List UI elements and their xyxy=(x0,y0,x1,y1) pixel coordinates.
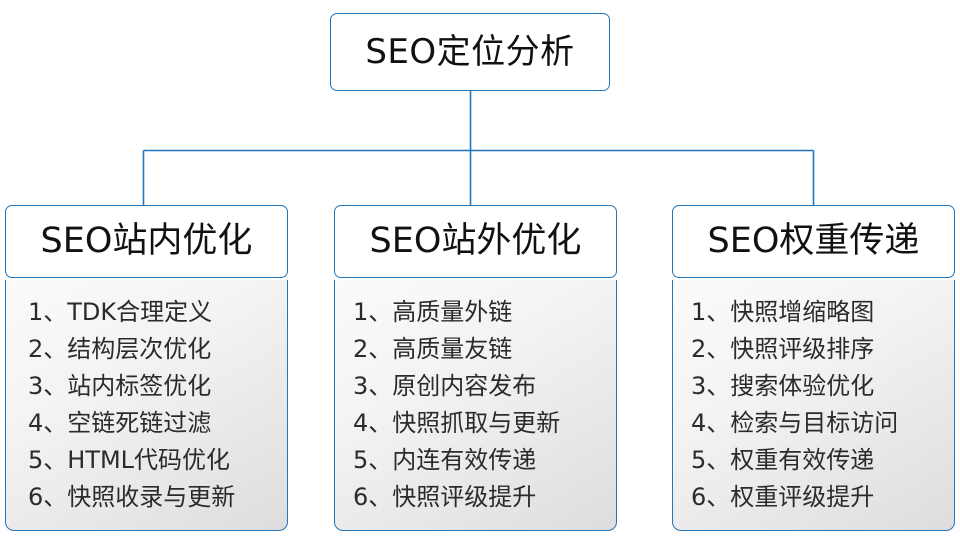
branch-header-label-1: SEO站内优化 xyxy=(40,221,253,261)
list-item: 3、站内标签优化 xyxy=(28,372,212,400)
root-node[interactable]: SEO定位分析 xyxy=(330,13,610,91)
list-item: 1、高质量外链 xyxy=(353,298,513,326)
root-node-label: SEO定位分析 xyxy=(365,32,575,72)
branch-column-1: SEO站内优化 1、TDK合理定义 2、结构层次优化 3、站内标签优化 4、空链… xyxy=(5,205,288,531)
list-item: 4、检索与目标访问 xyxy=(691,409,899,437)
list-item: 4、快照抓取与更新 xyxy=(353,409,561,437)
list-item: 6、快照评级提升 xyxy=(353,483,537,511)
list-item: 1、快照增缩略图 xyxy=(691,298,875,326)
list-item: 2、结构层次优化 xyxy=(28,335,212,363)
branch-header-2[interactable]: SEO站外优化 xyxy=(334,205,617,278)
branch-column-3: SEO权重传递 1、快照增缩略图 2、快照评级排序 3、搜索体验优化 4、检索与… xyxy=(672,205,955,531)
branch-item-list-2: 1、高质量外链 2、高质量友链 3、原创内容发布 4、快照抓取与更新 5、内连有… xyxy=(335,294,560,516)
list-item: 3、搜索体验优化 xyxy=(691,372,875,400)
branch-item-list-3: 1、快照增缩略图 2、快照评级排序 3、搜索体验优化 4、检索与目标访问 5、权… xyxy=(673,294,898,516)
list-item: 5、HTML代码优化 xyxy=(28,446,231,474)
list-item: 3、原创内容发布 xyxy=(353,372,537,400)
branch-body-3: 1、快照增缩略图 2、快照评级排序 3、搜索体验优化 4、检索与目标访问 5、权… xyxy=(672,280,955,531)
list-item: 4、空链死链过滤 xyxy=(28,409,212,437)
branch-header-1[interactable]: SEO站内优化 xyxy=(5,205,288,278)
list-item: 1、TDK合理定义 xyxy=(28,298,213,326)
branch-column-2: SEO站外优化 1、高质量外链 2、高质量友链 3、原创内容发布 4、快照抓取与… xyxy=(334,205,617,531)
branch-item-list-1: 1、TDK合理定义 2、结构层次优化 3、站内标签优化 4、空链死链过滤 5、H… xyxy=(6,294,235,516)
list-item: 2、高质量友链 xyxy=(353,335,513,363)
list-item: 6、快照收录与更新 xyxy=(28,483,236,511)
branch-header-label-2: SEO站外优化 xyxy=(369,221,582,261)
branch-body-1: 1、TDK合理定义 2、结构层次优化 3、站内标签优化 4、空链死链过滤 5、H… xyxy=(5,280,288,531)
branch-header-label-3: SEO权重传递 xyxy=(707,221,920,261)
branch-body-2: 1、高质量外链 2、高质量友链 3、原创内容发布 4、快照抓取与更新 5、内连有… xyxy=(334,280,617,531)
list-item: 5、权重有效传递 xyxy=(691,446,875,474)
list-item: 5、内连有效传递 xyxy=(353,446,537,474)
list-item: 6、权重评级提升 xyxy=(691,483,875,511)
branch-header-3[interactable]: SEO权重传递 xyxy=(672,205,955,278)
list-item: 2、快照评级排序 xyxy=(691,335,875,363)
